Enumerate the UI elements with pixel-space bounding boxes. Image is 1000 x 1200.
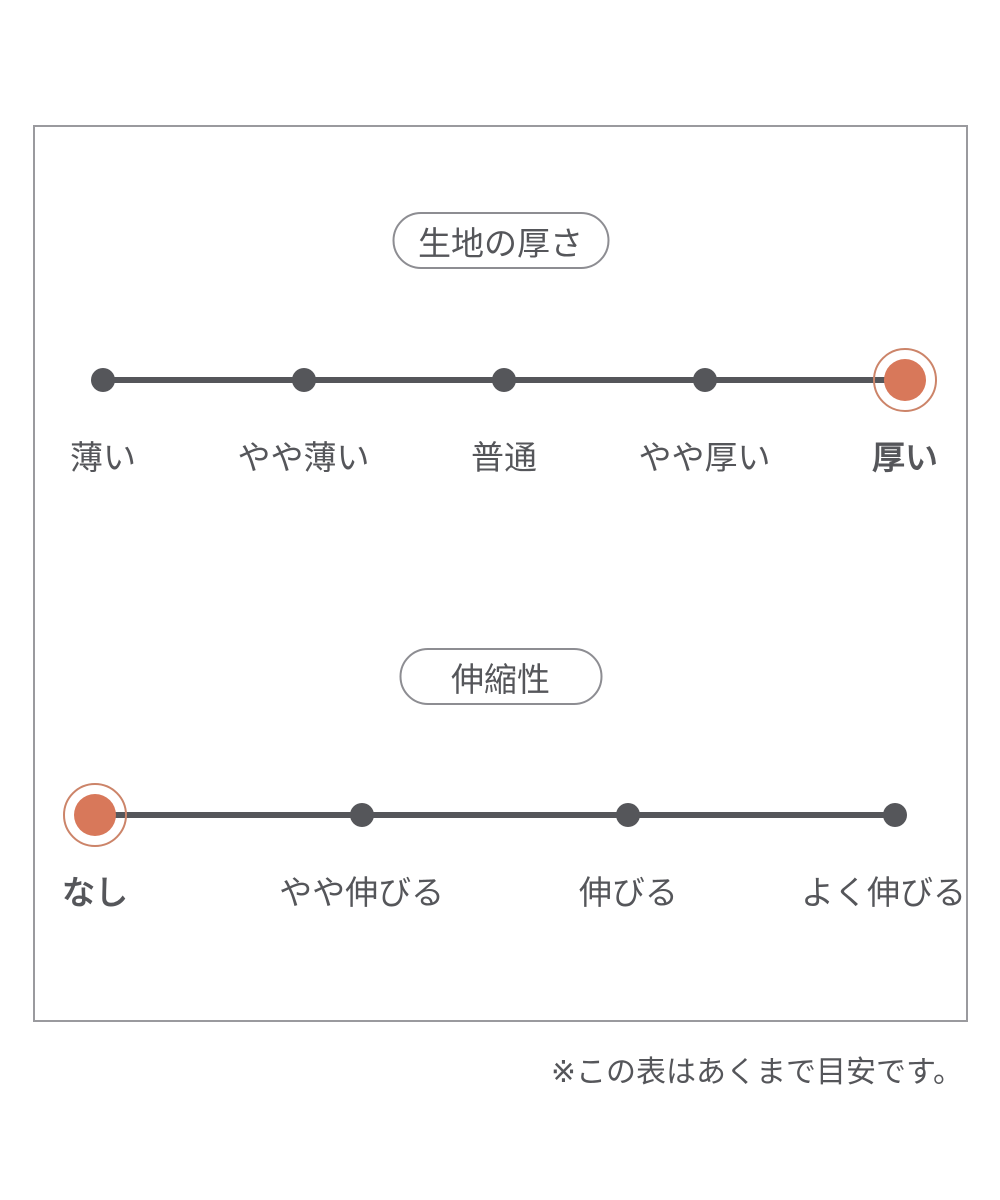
- scale-dot: [883, 803, 907, 827]
- selected-ring: [873, 348, 937, 412]
- selected-dot: [884, 359, 926, 401]
- scale-label: やや伸びる: [279, 874, 445, 911]
- scale-label: 薄い: [70, 439, 136, 476]
- scale-dot: [692, 368, 717, 392]
- scale-label: 厚い: [872, 439, 938, 476]
- scale-label: やや厚い: [638, 439, 771, 476]
- scale-label: なし: [62, 874, 128, 911]
- scale-label: 普通: [471, 439, 537, 476]
- stretchiness-title: 伸縮性: [399, 648, 602, 705]
- selected-ring: [63, 783, 127, 847]
- selected-dot: [74, 794, 116, 836]
- scale-dot: [291, 368, 316, 392]
- scale-label: 伸びる: [578, 874, 678, 911]
- scale-dot: [616, 803, 641, 827]
- scale-dot: [349, 803, 374, 827]
- fabric-thickness-scale: 薄い やや薄い 普通 やや厚い 厚い: [70, 345, 938, 480]
- disclaimer-note: ※この表はあくまで目安です。: [550, 1056, 963, 1089]
- spec-chart-frame: 生地の厚さ 薄い やや薄い 普通 やや厚い 厚い 伸縮性 なし やや伸びる 伸びる よく伸びる: [33, 125, 968, 1022]
- fabric-thickness-title: 生地の厚さ: [392, 212, 609, 269]
- scale-dot: [91, 368, 115, 392]
- scale-label: よく伸びる: [800, 874, 966, 911]
- stretchiness-scale: なし やや伸びる 伸びる よく伸びる: [62, 780, 966, 915]
- scale-label: やや薄い: [237, 439, 370, 476]
- scale-track-line: [95, 812, 895, 818]
- scale-dot: [492, 368, 516, 392]
